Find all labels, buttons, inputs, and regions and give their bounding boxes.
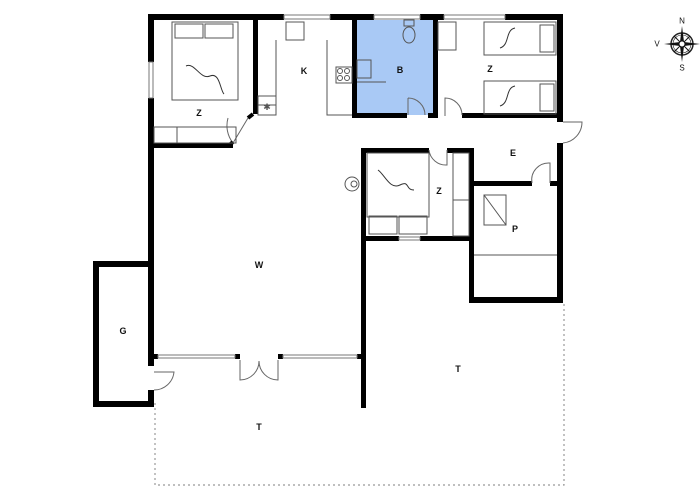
fixtures: ✱ bbox=[153, 19, 557, 256]
compass-icon bbox=[664, 26, 700, 62]
room-label-terrace-east: T bbox=[455, 364, 461, 374]
room-label-bathroom: B bbox=[396, 65, 404, 75]
room-label-bedroom-2: Z bbox=[487, 64, 493, 74]
room-label-kitchen: K bbox=[300, 66, 308, 76]
compass-north-label: N bbox=[679, 16, 685, 26]
compass-west-label: V bbox=[654, 39, 660, 49]
room-label-bedroom-3: Z bbox=[436, 186, 442, 196]
doors bbox=[153, 97, 583, 391]
room-label-living-room: W bbox=[254, 260, 264, 270]
compass-south-label: S bbox=[679, 63, 685, 73]
room-label-bedroom-1: Z bbox=[196, 108, 202, 118]
terrace-outline bbox=[154, 302, 565, 486]
room-label-terrace-south: T bbox=[256, 422, 262, 432]
room-label-entrance: E bbox=[509, 148, 517, 158]
room-label-utility: P bbox=[511, 224, 519, 234]
room-label-storage: G bbox=[119, 326, 127, 336]
windows bbox=[148, 14, 506, 359]
walls bbox=[93, 14, 563, 408]
bathroom-floor bbox=[356, 20, 434, 115]
svg-text:✱: ✱ bbox=[263, 102, 271, 112]
